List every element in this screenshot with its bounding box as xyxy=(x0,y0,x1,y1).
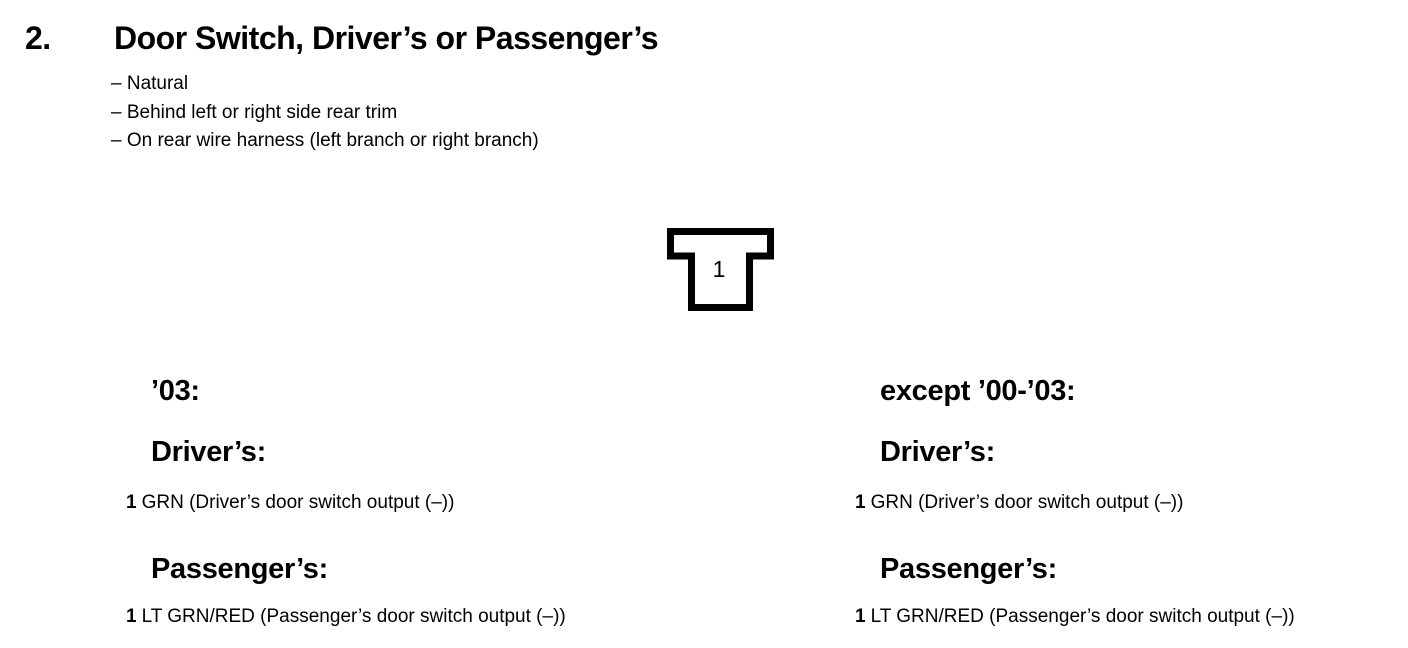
connector-pin-label: 1 xyxy=(713,256,726,282)
group-heading-passengers: Passenger’s: xyxy=(880,553,1057,585)
page-title: Door Switch, Driver’s or Passenger’s xyxy=(114,20,658,56)
connector-notes: – Natural – Behind left or right side re… xyxy=(111,70,539,156)
pin-number: 1 xyxy=(855,606,866,627)
connector-body-shape xyxy=(667,228,774,311)
group-heading-drivers: Driver’s: xyxy=(151,436,266,468)
year-heading: ’03: xyxy=(151,375,200,407)
pin-description: LT GRN/RED (Passenger’s door switch outp… xyxy=(141,606,566,627)
group-heading-drivers: Driver’s: xyxy=(880,436,995,468)
pin-number: 1 xyxy=(126,606,137,627)
pin-description: GRN (Driver’s door switch output (–)) xyxy=(870,492,1184,513)
pin-number: 1 xyxy=(126,492,137,513)
connector-diagram: 1 xyxy=(660,221,782,319)
year-heading: except ’00-’03: xyxy=(880,375,1076,407)
pin-description: GRN (Driver’s door switch output (–)) xyxy=(141,492,455,513)
group-heading-passengers: Passenger’s: xyxy=(151,553,328,585)
note-line: – Natural xyxy=(111,73,189,94)
note-line: – On rear wire harness (left branch or r… xyxy=(111,130,539,151)
pin-number: 1 xyxy=(855,492,866,513)
connector-outline-drawing: 1 xyxy=(667,228,774,311)
note-line: – Behind left or right side rear trim xyxy=(111,101,398,123)
pin-description: LT GRN/RED (Passenger’s door switch outp… xyxy=(870,606,1295,627)
section-number: 2. xyxy=(25,20,51,56)
